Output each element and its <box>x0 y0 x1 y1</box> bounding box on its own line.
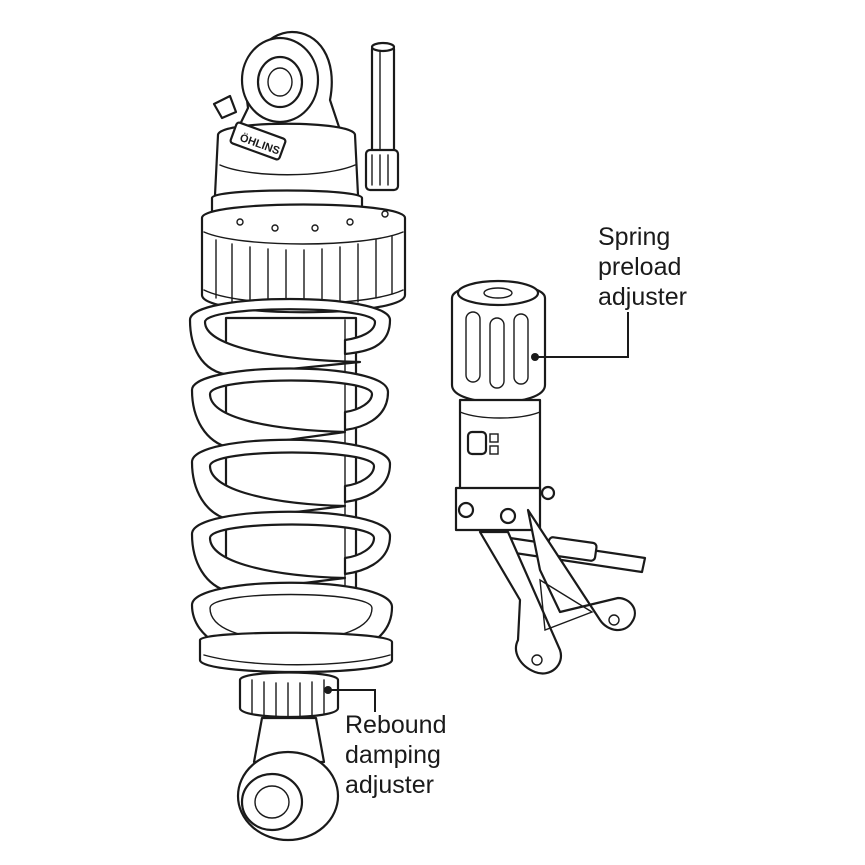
lower-shaft <box>252 716 326 764</box>
shock-absorber: ÖHLINS <box>188 30 407 842</box>
callout-rebound-damping: Rebound damping adjuster <box>324 686 446 799</box>
rebound-damping-label-line3: adjuster <box>345 771 434 799</box>
rebound-damping-label-line2: damping <box>345 741 441 769</box>
callout-spring-preload: Spring preload adjuster <box>531 223 687 361</box>
rebound-damping-label-line1: Rebound <box>345 711 446 739</box>
remote-preload-adjuster <box>450 279 647 675</box>
bottom-eye-mount <box>236 750 340 842</box>
spring-preload-label-line2: preload <box>598 253 681 281</box>
spring-preload-label-line3: adjuster <box>598 283 687 311</box>
preload-collar <box>200 203 407 314</box>
lower-spring-seat <box>198 631 394 674</box>
rebound-adjuster-knob <box>238 671 340 719</box>
adjuster-rod <box>364 41 400 192</box>
top-eye-mount <box>212 30 347 147</box>
spring-preload-label-line1: Spring <box>598 223 670 251</box>
